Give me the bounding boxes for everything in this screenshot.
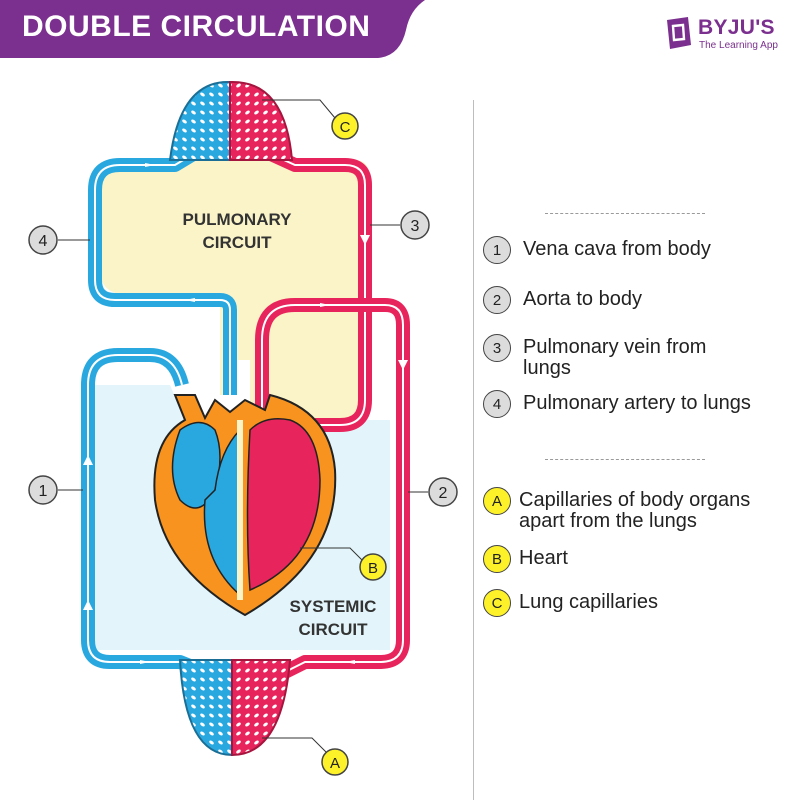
legend-item-1: 1 Vena cava from body (483, 236, 793, 264)
double-circulation-diagram: PULMONARY CIRCUIT SYSTEMIC CIRCUIT 1 2 3… (28, 80, 458, 776)
pulmonary-vein-highlight (261, 149, 366, 426)
title-banner-shape (0, 0, 425, 58)
legend-divider-middle (545, 459, 705, 460)
legend-text-b: Heart (519, 547, 568, 569)
callout-1: 1 (28, 475, 58, 505)
legend-text-2: Aorta to body (523, 288, 642, 310)
svg-text:A: A (330, 755, 340, 772)
heart (153, 393, 337, 617)
flow-arrows (83, 163, 408, 664)
systemic-label-line2: CIRCUIT (299, 620, 369, 639)
title-banner: DOUBLE CIRCULATION (0, 0, 425, 58)
callout-4: 4 (28, 225, 58, 255)
svg-text:B: B (368, 560, 378, 577)
pulmonary-artery-highlight (94, 149, 231, 395)
legend-text-3: Pulmonary vein from lungs (523, 336, 707, 379)
body-capillaries (178, 659, 292, 757)
legend-badge-1: 1 (483, 236, 511, 264)
systemic-label-line1: SYSTEMIC (290, 597, 377, 616)
brand-name: BYJU'S (698, 16, 775, 39)
leader-lines (58, 99, 428, 753)
legend-badge-3: 3 (483, 334, 511, 362)
callout-2: 2 (428, 477, 458, 507)
legend-badge-a: A (483, 487, 511, 515)
byjus-logo-icon (667, 17, 691, 49)
svg-text:3: 3 (411, 218, 420, 235)
aorta-highlight (261, 304, 404, 673)
legend-text-1: Vena cava from body (523, 238, 711, 260)
callout-b: B (359, 553, 387, 581)
legend-item-a: A Capillaries of body organs apart from … (483, 487, 794, 532)
legend-divider-top (545, 213, 705, 214)
pulmonary-label-line2: CIRCUIT (203, 233, 273, 252)
svg-text:4: 4 (39, 233, 48, 250)
legend-badge-2: 2 (483, 286, 511, 314)
legend-item-b: B Heart (483, 545, 568, 573)
svg-text:1: 1 (39, 483, 48, 500)
svg-text:2: 2 (439, 485, 448, 502)
brand-logo[interactable]: BYJU'S The Learning App (664, 16, 789, 58)
brand-tagline: The Learning App (699, 40, 778, 51)
legend-badge-b: B (483, 545, 511, 573)
legend-item-c: C Lung capillaries (483, 589, 658, 617)
pulmonary-circuit-area (100, 160, 370, 425)
legend-text-a: Capillaries of body organs apart from th… (519, 489, 751, 532)
callout-3: 3 (400, 210, 430, 240)
callout-a: A (321, 748, 349, 776)
callout-c: C (331, 112, 359, 140)
legend-item-3: 3 Pulmonary vein from lungs (483, 334, 723, 379)
legend-text-c: Lung capillaries (519, 591, 658, 613)
left-ventricle (246, 418, 321, 592)
pulmonary-label-line1: PULMONARY (183, 210, 293, 229)
legend-item-2: 2 Aorta to body (483, 286, 793, 314)
legend-badge-4: 4 (483, 390, 511, 418)
page-title: DOUBLE CIRCULATION (22, 10, 371, 43)
svg-text:C: C (340, 119, 351, 136)
legend-item-4: 4 Pulmonary artery to lungs (483, 390, 758, 418)
lung-capillaries (168, 80, 294, 161)
vena-cava-highlight (87, 354, 206, 673)
vertical-divider (473, 100, 474, 800)
legend-badge-c: C (483, 589, 511, 617)
legend-text-4: Pulmonary artery to lungs (523, 392, 751, 414)
